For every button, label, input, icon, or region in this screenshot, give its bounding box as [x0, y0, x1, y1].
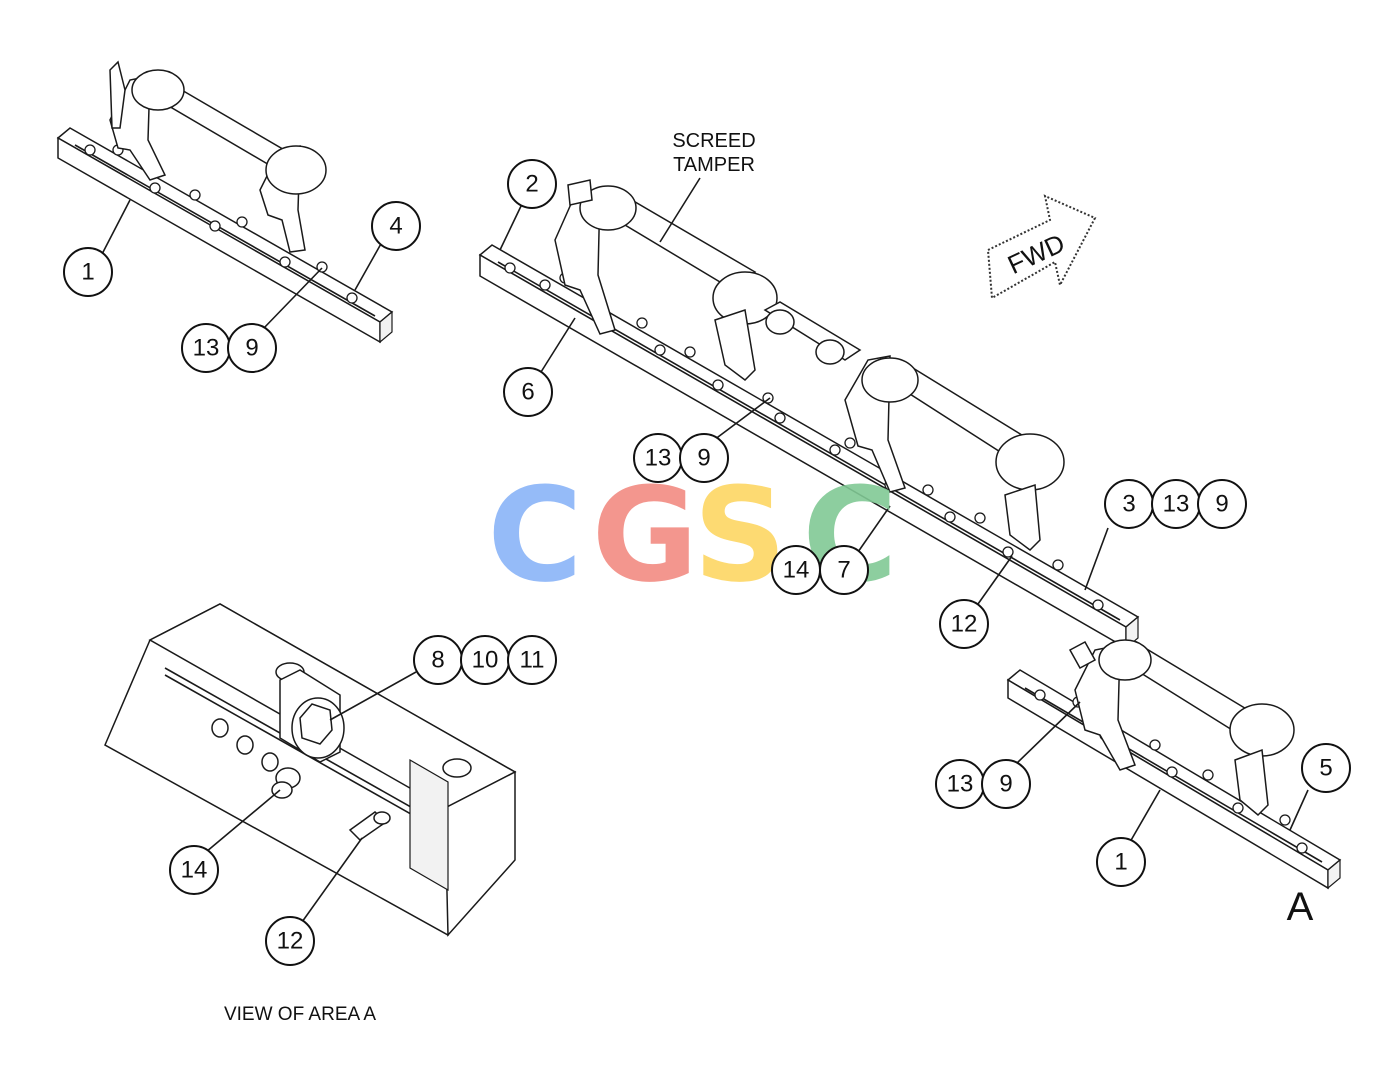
svg-text:1: 1 — [81, 259, 94, 286]
callout-6: 6 — [503, 367, 553, 417]
screed-tamper-label-line2: TAMPER — [673, 154, 755, 176]
view-of-area-a-caption: VIEW OF AREA A — [224, 1004, 376, 1025]
callout-7: 7 — [819, 545, 869, 595]
svg-text:14: 14 — [783, 557, 810, 584]
svg-text:7: 7 — [837, 557, 850, 584]
lower-right-tamper-assembly — [1006, 639, 1342, 890]
callout-10: 10 — [460, 635, 510, 685]
svg-text:13: 13 — [947, 771, 974, 798]
svg-text:13: 13 — [645, 445, 672, 472]
callout-14-mid: 14 — [771, 545, 821, 595]
callout-9-right: 9 — [1197, 479, 1247, 529]
callout-1-low-right: 1 — [1096, 837, 1146, 887]
callout-13-top-left: 13 — [181, 323, 231, 373]
svg-text:1: 1 — [1114, 849, 1127, 876]
svg-text:9: 9 — [1215, 491, 1228, 518]
svg-text:13: 13 — [193, 335, 220, 362]
svg-text:3: 3 — [1122, 491, 1135, 518]
callout-5: 5 — [1301, 743, 1351, 793]
svg-text:9: 9 — [999, 771, 1012, 798]
callout-12-mid: 12 — [939, 599, 989, 649]
svg-text:13: 13 — [1163, 491, 1190, 518]
watermark-letter-g: G — [592, 459, 699, 611]
callout-13-right: 13 — [1151, 479, 1201, 529]
svg-text:10: 10 — [472, 647, 499, 674]
watermark-letter-c1: C — [487, 459, 582, 611]
svg-text:6: 6 — [521, 379, 534, 406]
callout-11: 11 — [507, 635, 557, 685]
callout-3: 3 — [1104, 479, 1154, 529]
leader-lines — [99, 177, 1309, 923]
callout-12-detail: 12 — [265, 916, 315, 966]
callout-1-top-left: 1 — [63, 247, 113, 297]
watermark-letter-s: S — [693, 459, 787, 611]
svg-text:2: 2 — [525, 171, 538, 198]
svg-text:8: 8 — [431, 647, 444, 674]
svg-text:11: 11 — [520, 647, 545, 674]
svg-text:9: 9 — [245, 335, 258, 362]
fwd-arrow-icon: FWD — [986, 194, 1097, 300]
callout-8: 8 — [413, 635, 463, 685]
area-a-label: A — [1287, 885, 1314, 929]
callout-group: 1 4 13 9 2 6 13 9 3 13 9 14 7 12 8 10 11… — [63, 159, 1351, 966]
callout-13-low-right: 13 — [935, 759, 985, 809]
callout-9-mid: 9 — [679, 433, 729, 483]
callout-14-detail: 14 — [169, 845, 219, 895]
svg-text:12: 12 — [951, 611, 978, 638]
callout-2: 2 — [507, 159, 557, 209]
detail-view-area-a — [104, 603, 517, 937]
cgsc-watermark-logo: C G S C — [487, 459, 897, 611]
callout-9-low-right: 9 — [981, 759, 1031, 809]
svg-text:5: 5 — [1319, 755, 1332, 782]
top-left-tamper-assembly — [56, 60, 394, 344]
svg-text:9: 9 — [697, 445, 710, 472]
callout-13-mid: 13 — [633, 433, 683, 483]
center-tamper-assembly — [478, 179, 1140, 650]
svg-text:4: 4 — [389, 213, 402, 240]
screed-tamper-label-line1: SCREED — [672, 130, 755, 152]
callout-4: 4 — [371, 201, 421, 251]
svg-text:12: 12 — [277, 928, 304, 955]
svg-text:14: 14 — [181, 857, 208, 884]
callout-9-top-left: 9 — [227, 323, 277, 373]
